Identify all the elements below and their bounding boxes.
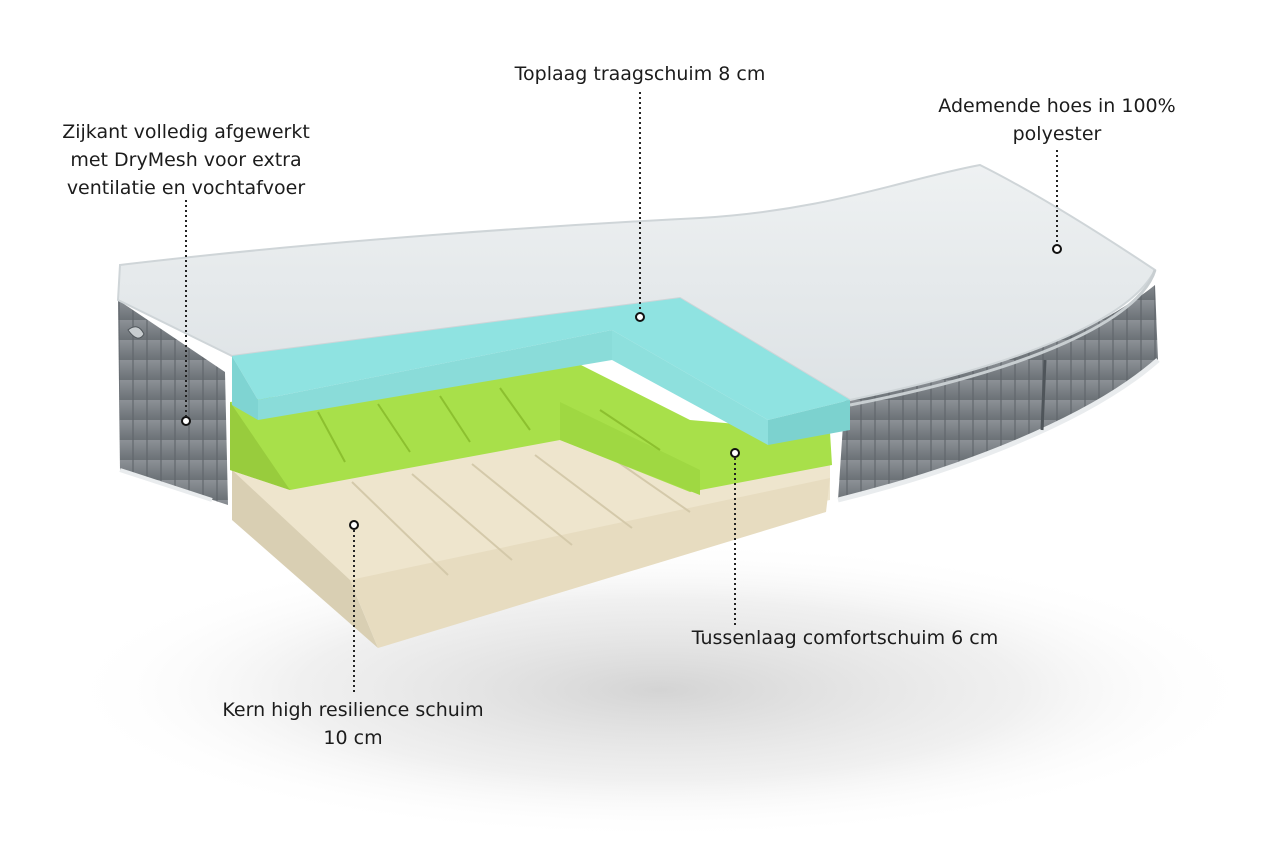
leader-lines xyxy=(185,92,1058,694)
callout-side: Zijkant volledig afgewerkt met DryMesh v… xyxy=(40,118,332,202)
middle-foam-slats xyxy=(317,387,661,463)
top-foam-top xyxy=(232,298,850,420)
callout-cover: Ademende hoes in 100% polyester xyxy=(920,92,1194,148)
leader-endpoints xyxy=(181,244,1062,530)
callout-cover-line-2: polyester xyxy=(1012,123,1102,145)
callout-middle-layer: Tussenlaag comfortschuim 6 cm xyxy=(660,624,1030,652)
marker-side xyxy=(181,416,191,426)
callout-side-line-1: Zijkant volledig afgewerkt xyxy=(62,121,310,143)
marker-top-layer xyxy=(635,312,645,322)
top-foam-inner xyxy=(612,330,768,445)
core-foam-slats xyxy=(351,445,691,576)
callout-top-layer-line-1: Toplaag traagschuim 8 cm xyxy=(514,63,766,85)
callout-top-layer: Toplaag traagschuim 8 cm xyxy=(470,60,810,88)
marker-cover xyxy=(1052,244,1062,254)
callout-cover-line-1: Ademende hoes in 100% xyxy=(938,95,1176,117)
middle-foam-front-left xyxy=(230,402,290,490)
cover-edge xyxy=(849,269,1157,407)
side-divider xyxy=(1040,359,1047,431)
marker-middle-layer xyxy=(730,448,740,458)
side-panel-left xyxy=(118,300,228,505)
marker-core xyxy=(349,520,359,530)
floor-shadow xyxy=(60,540,1260,840)
middle-foam-inner xyxy=(560,402,700,495)
callout-core: Kern high resilience schuim 10 cm xyxy=(200,696,506,752)
callout-middle-layer-line-1: Tussenlaag comfortschuim 6 cm xyxy=(691,627,999,649)
callout-side-line-2: met DryMesh voor extra xyxy=(70,149,302,171)
callout-side-line-3: ventilatie en vochtafvoer xyxy=(66,177,306,199)
cover-top xyxy=(116,163,1157,402)
top-foam-front xyxy=(258,330,612,420)
core-foam-front xyxy=(232,470,378,648)
side-seam-right xyxy=(837,358,1160,503)
top-foam-right-face xyxy=(768,400,850,445)
callout-core-line-1: Kern high resilience schuim xyxy=(222,699,484,721)
side-panel-right xyxy=(838,285,1158,500)
callout-core-line-2: 10 cm xyxy=(323,727,383,749)
zipper-pull xyxy=(127,326,145,339)
core-foam-front-right xyxy=(350,478,830,648)
side-seam-left xyxy=(119,468,213,502)
top-foam-front-left xyxy=(232,356,258,420)
